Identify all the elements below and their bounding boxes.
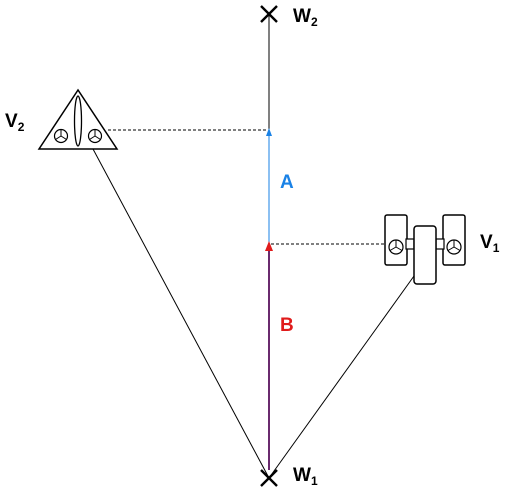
v1-label-subscript: 1 <box>493 241 500 255</box>
w1-label-letter: W <box>293 465 311 486</box>
v1-robot-vehicle-icon <box>384 214 466 285</box>
v2-label: V2 <box>5 111 25 134</box>
w1-cross-icon <box>260 469 278 487</box>
v2-label-letter: V <box>5 111 18 132</box>
v2-label-subscript: 2 <box>18 120 25 134</box>
segment-b-label: B <box>280 315 294 336</box>
v2-right-wheel-icon <box>87 128 103 144</box>
w2-label: W2 <box>293 6 318 29</box>
v1-label-letter: V <box>480 232 493 253</box>
v1-left-wheel-icon <box>388 239 404 255</box>
w2-label-letter: W <box>293 6 311 27</box>
v2-left-wheel-icon <box>53 128 69 144</box>
v1-label: V1 <box>480 232 500 255</box>
v1-to-w1-line <box>268 275 415 479</box>
v2-tricycle-vehicle-icon <box>37 88 119 150</box>
segment-a-label: A <box>280 172 294 193</box>
w2-cross-icon <box>260 5 278 23</box>
segment-a-arrowhead <box>266 128 272 136</box>
w1-label: W1 <box>293 465 318 488</box>
segment-b-arrowhead <box>265 241 273 251</box>
v2-to-w1-line <box>92 148 270 479</box>
w1-label-subscript: 1 <box>311 474 318 488</box>
v1-right-wheel-icon <box>446 239 462 255</box>
w2-label-subscript: 2 <box>311 15 318 29</box>
